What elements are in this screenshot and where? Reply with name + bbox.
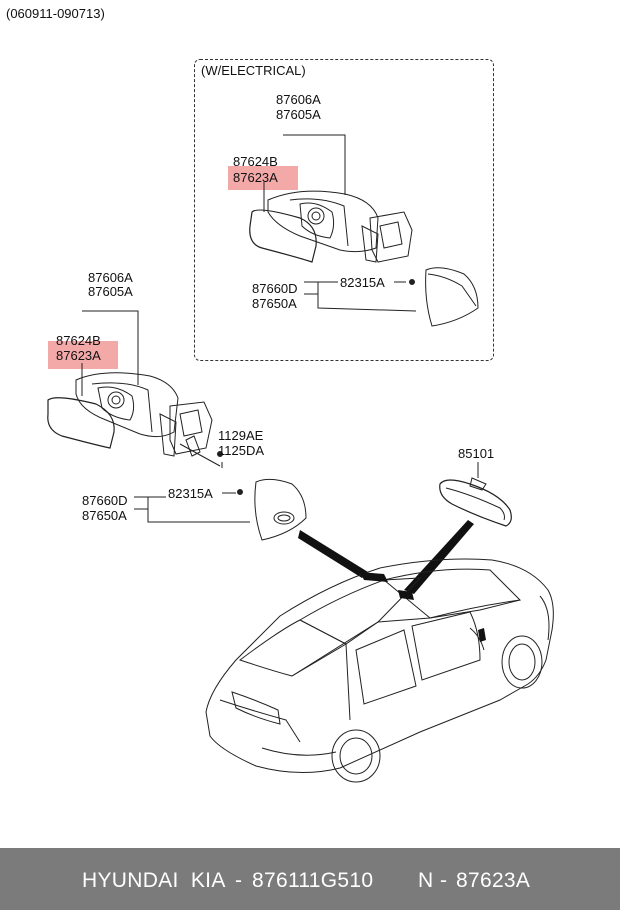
footer-ref-number: 87623A — [456, 869, 531, 892]
label-87624b-manual: 87624B — [56, 333, 101, 348]
pointer-wedge-inside — [404, 520, 474, 594]
label-85101: 85101 — [458, 446, 495, 461]
manual-mirror-glass — [47, 397, 115, 449]
label-87624b-electrical: 87624B — [233, 154, 278, 169]
leader-manual-assy — [82, 310, 139, 385]
label-1125da: 1125DA — [218, 443, 265, 458]
label-82315a-manual: 82315A — [168, 486, 213, 501]
date-code: (060911-090713) — [6, 6, 105, 21]
label-82315a-electrical: 82315A — [340, 275, 385, 290]
footer-part-number: 876111G510 — [252, 869, 374, 892]
highlight-electrical-87623a — [228, 166, 298, 190]
footer-brand: HYUNDAI KIA — [82, 869, 226, 892]
leader-electrical-assy — [283, 134, 346, 195]
manual-mirror-cover — [254, 478, 307, 541]
car-illustration — [205, 558, 554, 783]
leader-electrical-cover — [317, 294, 417, 312]
manual-screw — [237, 489, 243, 495]
electrical-variant-box — [194, 59, 494, 361]
label-87650a-manual: 87650A — [82, 508, 127, 523]
electrical-box-title: (W/ELECTRICAL) — [201, 63, 306, 78]
electrical-mirror-housing — [267, 190, 379, 253]
label-87660d-electrical: 87660D — [252, 281, 298, 296]
manual-bolt — [217, 451, 223, 457]
label-87623a-manual: 87623A — [56, 348, 101, 363]
label-87660d-manual: 87660D — [82, 493, 128, 508]
car-side-mirror-mark — [360, 572, 388, 582]
footer-separator-2: - — [440, 869, 448, 892]
label-87606a-manual: 87606A — [88, 270, 133, 285]
label-87650a-electrical: 87650A — [252, 296, 297, 311]
label-87623a-electrical: 87623A — [233, 170, 278, 185]
label-87606a-electrical: 87606A — [276, 92, 321, 107]
parts-diagram — [47, 134, 554, 783]
leader-manual-cover — [147, 497, 250, 523]
label-87605a-manual: 87605A — [88, 284, 133, 299]
inside-mirror — [439, 479, 512, 527]
car-inside-mirror-mark — [398, 590, 414, 600]
label-87605a-electrical: 87605A — [276, 107, 321, 122]
electrical-mirror-glass — [249, 209, 317, 263]
footer-bar: HYUNDAI KIA - 876111G510 N - 87623A — [0, 848, 620, 910]
electrical-mirror-cover — [425, 267, 479, 327]
electrical-screw — [409, 279, 415, 285]
highlight-manual-87623a — [48, 341, 118, 369]
pointer-wedge-manual — [298, 530, 368, 578]
footer-separator-1: - — [235, 869, 243, 892]
footer-ref-prefix: N — [418, 869, 434, 892]
manual-mirror-housing — [75, 372, 179, 438]
label-1129ae: 1129AE — [218, 428, 264, 443]
